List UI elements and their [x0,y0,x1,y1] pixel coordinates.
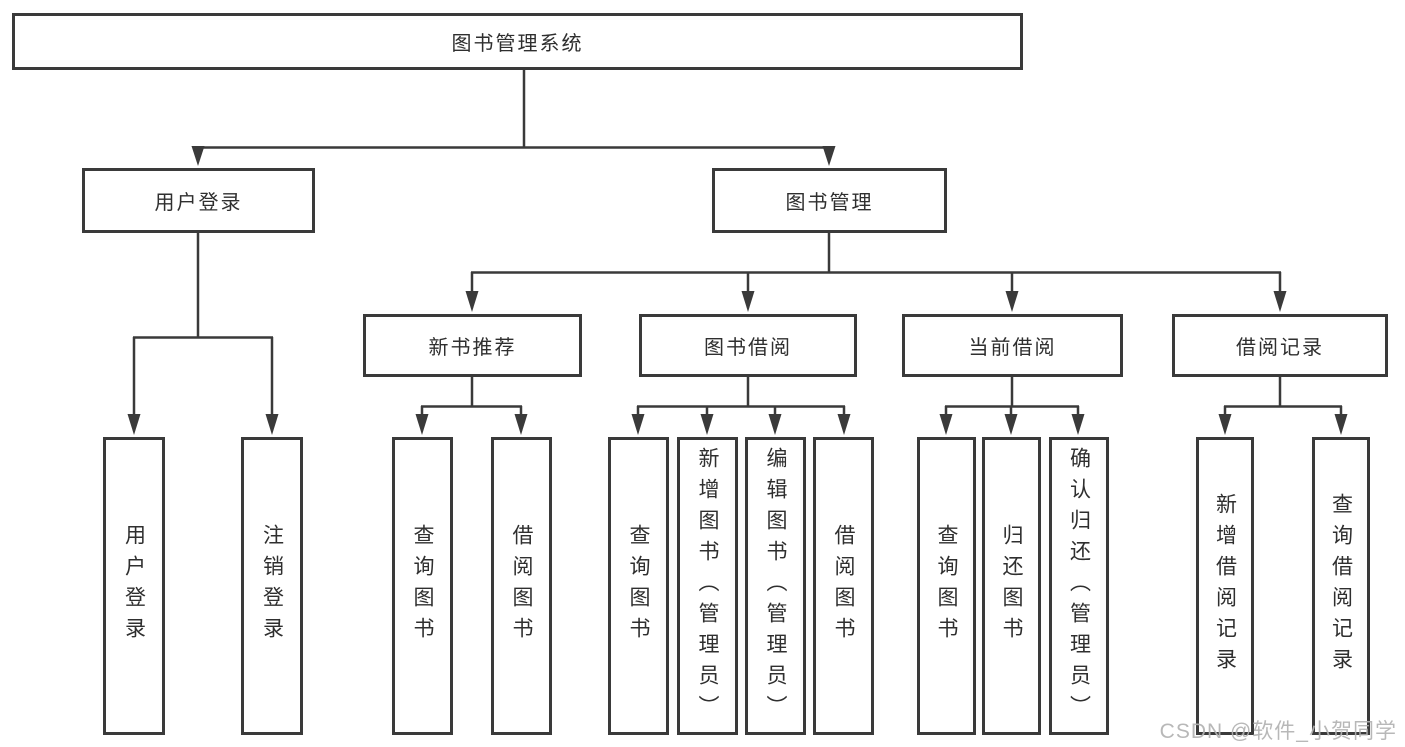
node-leaf-query-borrow-record: 查询借阅记录 [1312,437,1370,735]
node-book-borrow: 图书借阅 [639,314,857,377]
node-leaf-confirm-return-admin: 确认归还（管理员） [1049,437,1109,735]
node-leaf-return-books: 归还图书 [982,437,1041,735]
node-user-login-branch: 用户登录 [82,168,315,233]
csdn-watermark: CSDN @软件_小贺同学 [1159,720,1397,743]
node-leaf-recommend-query-books: 查询图书 [392,437,453,735]
node-book-management-branch: 图书管理 [712,168,947,233]
node-leaf-logout: 注销登录 [241,437,303,735]
node-current-borrow: 当前借阅 [902,314,1123,377]
node-leaf-recommend-borrow-books: 借阅图书 [491,437,552,735]
node-leaf-add-books-admin: 新增图书（管理员） [677,437,738,735]
node-library-management-system: 图书管理系统 [12,13,1023,70]
node-leaf-borrow-query-books: 查询图书 [608,437,669,735]
node-borrow-records: 借阅记录 [1172,314,1388,377]
node-leaf-add-borrow-record: 新增借阅记录 [1196,437,1254,735]
node-leaf-borrow-books: 借阅图书 [813,437,874,735]
node-new-book-recommend: 新书推荐 [363,314,582,377]
node-leaf-edit-books-admin: 编辑图书（管理员） [745,437,806,735]
node-leaf-user-login: 用户登录 [103,437,165,735]
node-leaf-current-query-books: 查询图书 [917,437,976,735]
